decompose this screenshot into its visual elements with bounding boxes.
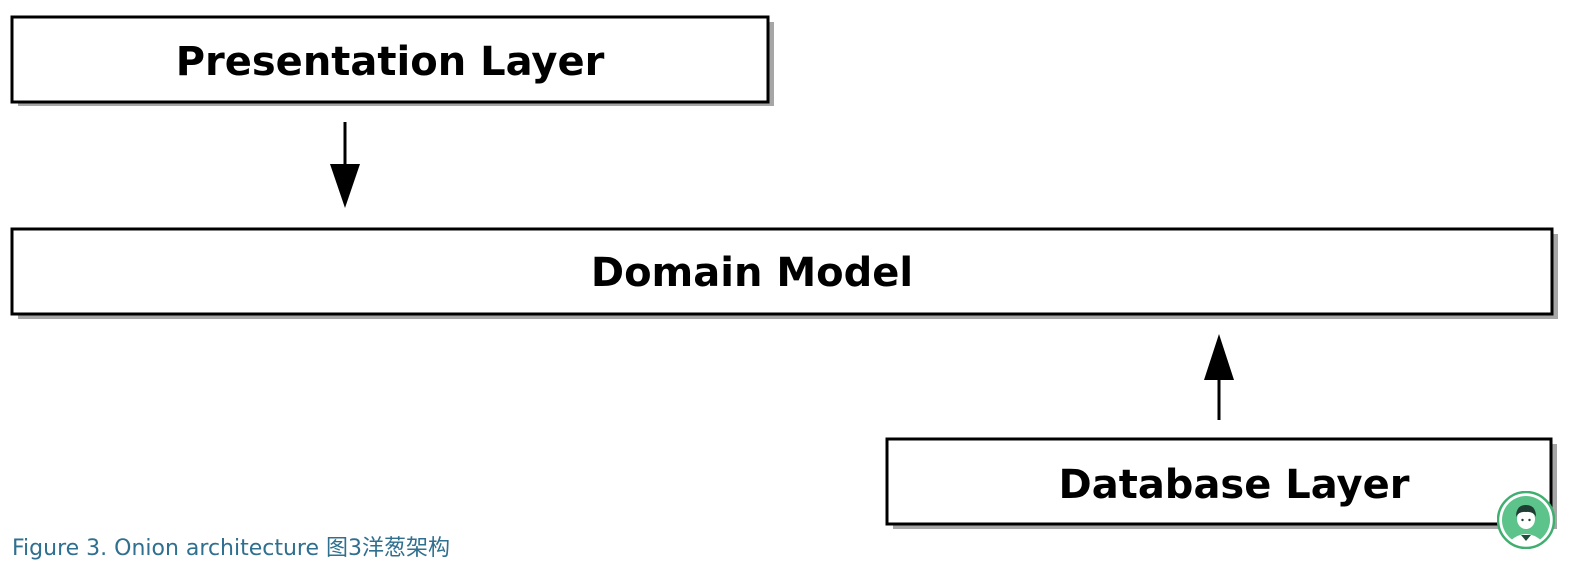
database-layer-label: Database Layer [1059, 462, 1410, 508]
presentation-layer-box: Presentation Layer [10, 15, 774, 106]
presentation-layer-box-frame [10, 15, 770, 104]
figure-caption: Figure 3. Onion architecture 图3洋葱架构 [12, 536, 451, 561]
arrow-database-to-domain [1204, 334, 1234, 420]
arrow-presentation-to-domain-head [330, 164, 360, 208]
domain-model-box: Domain Model [10, 227, 1558, 319]
presentation-layer-label: Presentation Layer [176, 39, 605, 85]
user-avatar-icon[interactable] [1496, 490, 1556, 550]
domain-model-label: Domain Model [591, 250, 913, 296]
arrow-database-to-domain-head [1204, 334, 1234, 380]
domain-model-box-frame [10, 227, 1554, 316]
database-layer-box: Database Layer [885, 437, 1557, 529]
database-layer-box-frame [885, 437, 1553, 526]
arrow-presentation-to-domain [330, 122, 360, 208]
avatar-graphic [1496, 490, 1556, 550]
